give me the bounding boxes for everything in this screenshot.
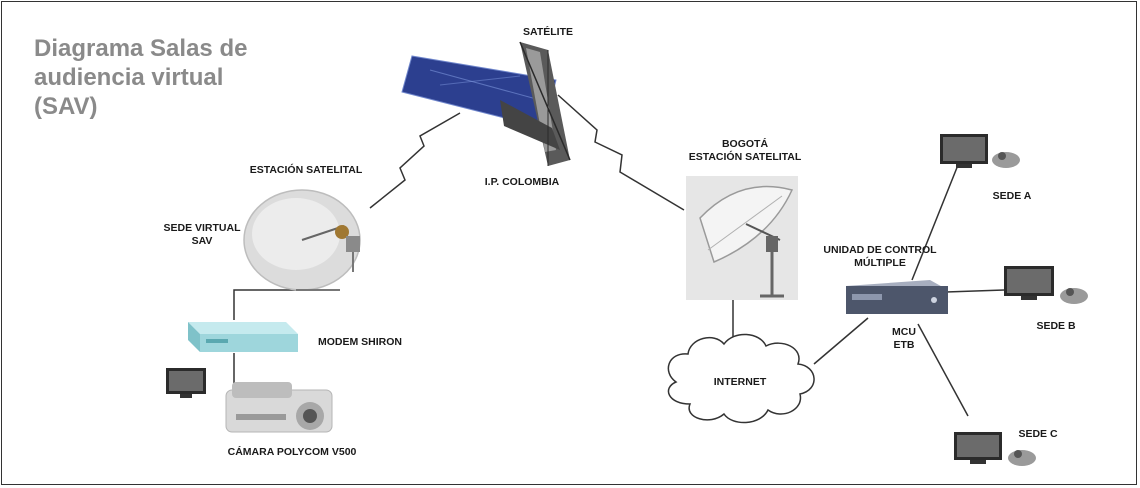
link-mcu-sede-a	[911, 159, 961, 281]
link-dish-modem	[233, 289, 296, 320]
label-ip-colombia: I.P. COLOMBIA	[484, 176, 560, 188]
internet-cloud-icon	[667, 333, 815, 424]
label-virtual-site: SEDE VIRTUAL SAV	[163, 222, 241, 247]
diagram-title: Diagrama Salas de audiencia virtual (SAV…	[34, 35, 248, 120]
link-mcu-sede-b	[945, 289, 1005, 293]
label-modem: MODEM SHIRON	[318, 336, 402, 348]
link-mcu-sede-c	[917, 323, 969, 417]
label-site-b: SEDE B	[1036, 320, 1076, 332]
polycom-camera-icon	[225, 382, 333, 433]
label-mcu-title: UNIDAD DE CONTROL MÚLTIPLE	[823, 244, 937, 269]
link-satellite-bogota	[557, 94, 685, 211]
label-satellite: SATÉLITE	[523, 26, 573, 38]
sede-c-equipment-icon	[954, 432, 1036, 466]
mcu-device-icon	[846, 280, 948, 314]
link-station-satellite	[369, 112, 461, 209]
satellite-icon	[401, 41, 571, 166]
monitor-icon	[166, 368, 206, 398]
label-bogota-station: BOGOTÁ ESTACIÓN SATELITAL	[688, 138, 802, 163]
label-ground-station: ESTACIÓN SATELITAL	[249, 164, 363, 176]
modem-shiron-icon	[188, 322, 298, 352]
bogota-earth-station-icon	[686, 176, 798, 300]
label-site-c: SEDE C	[1018, 428, 1058, 440]
label-internet: INTERNET	[713, 376, 767, 388]
sede-b-equipment-icon	[1004, 266, 1088, 304]
label-camera: CÁMARA POLYCOM V500	[227, 446, 357, 458]
link-internet-mcu	[813, 317, 869, 365]
label-mcu: MCU ETB	[892, 326, 916, 351]
sede-a-equipment-icon	[940, 134, 1020, 168]
satellite-dish-sav-icon	[243, 189, 361, 291]
label-site-a: SEDE A	[992, 190, 1032, 202]
